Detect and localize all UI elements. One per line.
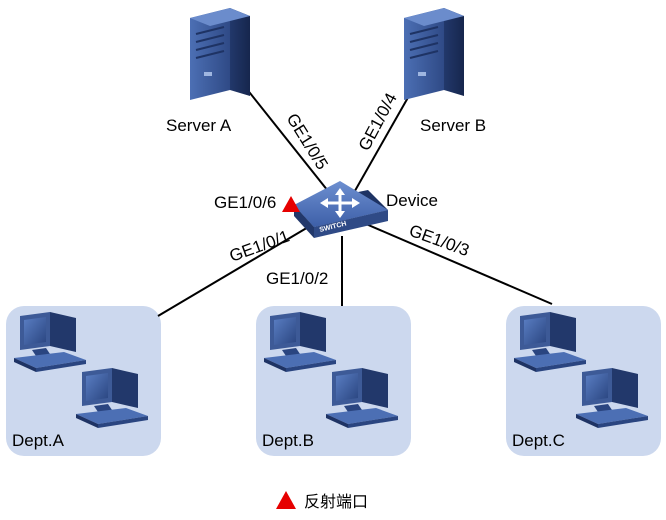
switch-label: Device <box>386 191 438 210</box>
reflector-port-marker <box>282 196 300 212</box>
port-ge3-label: GE1/0/3 <box>407 221 472 260</box>
legend: 反射端口 <box>276 491 368 511</box>
server-a-label: Server A <box>166 116 232 135</box>
link-dept-a <box>157 225 311 317</box>
server-a-icon <box>189 7 251 101</box>
dept-b-pc-2-icon <box>326 368 398 428</box>
dept-a-label: Dept.A <box>12 431 65 450</box>
dept-a-pc-1-icon <box>14 312 86 372</box>
dept-a-pc-2-icon <box>76 368 148 428</box>
server-b-label: Server B <box>420 116 486 135</box>
link-server-a <box>241 82 333 197</box>
switch-icon: SWITCH <box>294 181 388 238</box>
dept-c-pc-1-icon <box>514 312 586 372</box>
link-dept-c <box>365 223 553 305</box>
server-b-icon <box>403 7 465 101</box>
port-ge6-label: GE1/0/6 <box>214 193 276 212</box>
legend-label: 反射端口 <box>304 492 368 511</box>
link-server-b <box>351 93 411 197</box>
dept-c-label: Dept.C <box>512 431 565 450</box>
dept-b-label: Dept.B <box>262 431 314 450</box>
dept-c-pc-2-icon <box>576 368 648 428</box>
dept-b-pc-1-icon <box>264 312 336 372</box>
legend-marker <box>276 491 296 509</box>
port-ge2-label: GE1/0/2 <box>266 269 328 288</box>
port-ge1-label: GE1/0/1 <box>227 227 292 266</box>
